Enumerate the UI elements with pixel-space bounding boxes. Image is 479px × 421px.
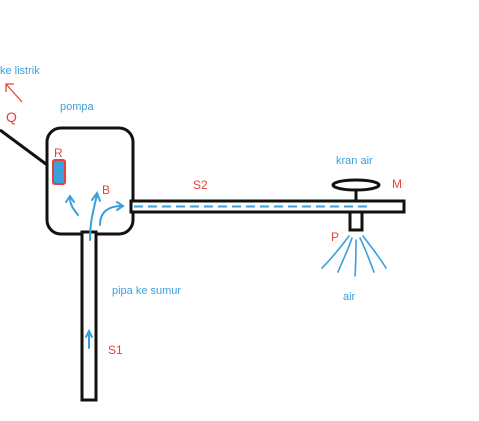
faucet bbox=[331, 178, 381, 232]
flow-arrow-icon bbox=[65, 190, 125, 241]
pipe-to-well-label: pipa ke sumur bbox=[112, 285, 181, 297]
point-b-label: B bbox=[102, 183, 110, 197]
point-m-label: M bbox=[392, 177, 402, 191]
faucet-handle bbox=[331, 178, 381, 192]
faucet-spout bbox=[348, 210, 364, 232]
faucet-label: kran air bbox=[336, 155, 373, 167]
point-q-label: Q bbox=[6, 109, 17, 125]
pump-label: pompa bbox=[60, 101, 95, 113]
point-s2-label: S2 bbox=[193, 178, 208, 192]
water-label: air bbox=[343, 291, 356, 303]
power-label: ke listrik bbox=[0, 65, 40, 77]
water-spray-icon bbox=[321, 235, 387, 277]
point-r-label: R bbox=[54, 146, 63, 160]
inlet-flow-arrow bbox=[85, 328, 93, 349]
point-s1-label: S1 bbox=[108, 343, 123, 357]
plug-arrow-icon bbox=[5, 83, 23, 103]
power-cable bbox=[0, 128, 55, 172]
motor-switch-icon bbox=[52, 159, 66, 185]
inlet-pipe bbox=[80, 230, 98, 402]
point-p-label: P bbox=[331, 230, 339, 244]
